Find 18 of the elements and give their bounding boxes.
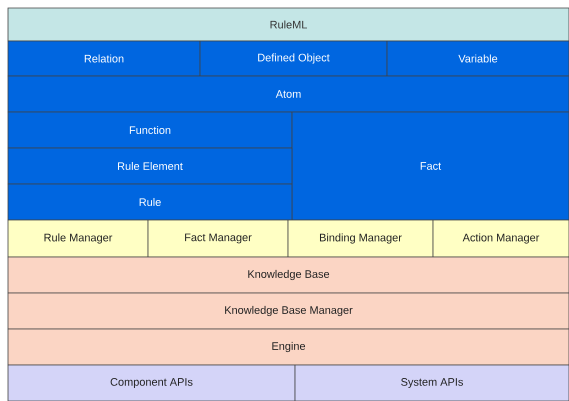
layer-box: Rule Manager xyxy=(8,220,148,258)
layer-box: Function xyxy=(8,112,292,148)
layer-box: Knowledge Base xyxy=(8,256,569,294)
layer-box: Action Manager xyxy=(432,220,569,258)
layer-box: RuleML xyxy=(8,8,569,42)
layer-box: System APIs xyxy=(294,364,569,401)
layer-box: Variable xyxy=(386,40,569,76)
layer-box: Binding Manager xyxy=(288,220,434,258)
layer-box: Rule xyxy=(8,184,292,220)
node-label: Variable xyxy=(458,54,498,63)
layer-box: Fact xyxy=(292,112,569,220)
layer-box: Defined Object xyxy=(200,40,388,76)
layer-box: Relation xyxy=(8,40,200,76)
layer-box: Component APIs xyxy=(8,364,296,401)
layer-box: Fact Manager xyxy=(148,220,288,258)
layer-box: Rule Element xyxy=(8,148,292,184)
layer-box: Engine xyxy=(8,328,569,366)
layer-box: Knowledge Base Manager xyxy=(8,292,569,330)
